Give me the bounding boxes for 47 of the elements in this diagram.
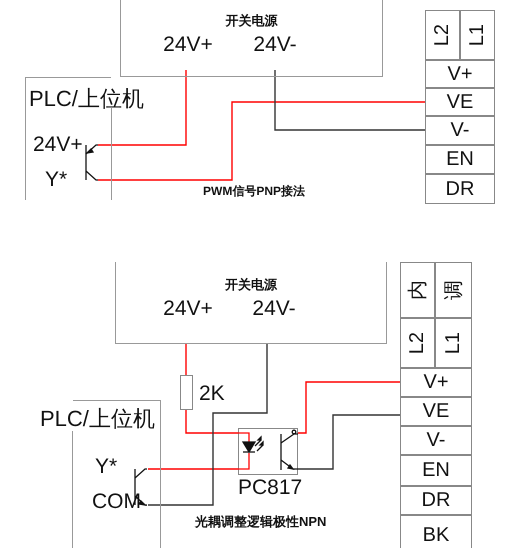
- terminal-cell: EN: [425, 145, 495, 174]
- terminal-cell: DR: [400, 486, 472, 515]
- terminal-cell: L2: [425, 10, 460, 60]
- wire: [185, 344, 187, 375]
- terminal-label: 24V+: [160, 297, 216, 343]
- wire: [148, 344, 268, 506]
- wire: [274, 70, 425, 131]
- caption: 光耦调整逻辑极性NPN: [195, 513, 326, 531]
- box-title: PLC/上位机: [29, 85, 144, 113]
- transistor-symbol: [84, 143, 98, 181]
- caption: PWM信号PNP接法: [203, 183, 305, 200]
- optocoupler: [238, 428, 298, 475]
- terminal-cell: EN: [400, 455, 472, 486]
- terminal-cell: V+: [400, 368, 472, 397]
- terminal-cell: BK: [400, 515, 472, 548]
- terminal-cell: V+: [425, 60, 495, 88]
- component-label: 2K: [199, 382, 225, 406]
- pin-label: COM: [92, 490, 141, 514]
- terminal-cell: V-: [425, 116, 495, 145]
- box-title: PLC/上位机: [40, 405, 155, 433]
- terminal-cell: 调: [435, 262, 472, 318]
- terminal-label: 24V-: [247, 33, 303, 69]
- power-supply-box: [120, 0, 383, 77]
- power-supply-box: [115, 262, 387, 344]
- terminal-cell: DR: [425, 174, 495, 204]
- terminal-label: 24V+: [160, 33, 216, 69]
- box-title: 开关电源: [225, 276, 277, 294]
- wire: [298, 414, 400, 470]
- terminal-cell: L1: [435, 318, 472, 368]
- wire: [185, 410, 238, 434]
- terminal-cell: L2: [400, 318, 435, 368]
- terminal-label: 24V-: [246, 297, 302, 343]
- wire: [148, 468, 238, 470]
- terminal-cell: V-: [400, 426, 472, 455]
- pin-label: Y*: [45, 168, 68, 192]
- pin-label: Y*: [95, 455, 118, 479]
- pin-label: 24V+: [33, 133, 83, 157]
- terminal-cell: L1: [460, 10, 495, 60]
- wire: [98, 101, 425, 181]
- terminal-cell: 内: [400, 262, 435, 318]
- wire: [98, 70, 187, 146]
- wire: [298, 381, 400, 434]
- resistor: [180, 375, 193, 410]
- box-title: 开关电源: [226, 12, 278, 30]
- terminal-cell: VE: [400, 397, 472, 426]
- terminal-cell: VE: [425, 88, 495, 116]
- component-label: PC817: [238, 476, 302, 500]
